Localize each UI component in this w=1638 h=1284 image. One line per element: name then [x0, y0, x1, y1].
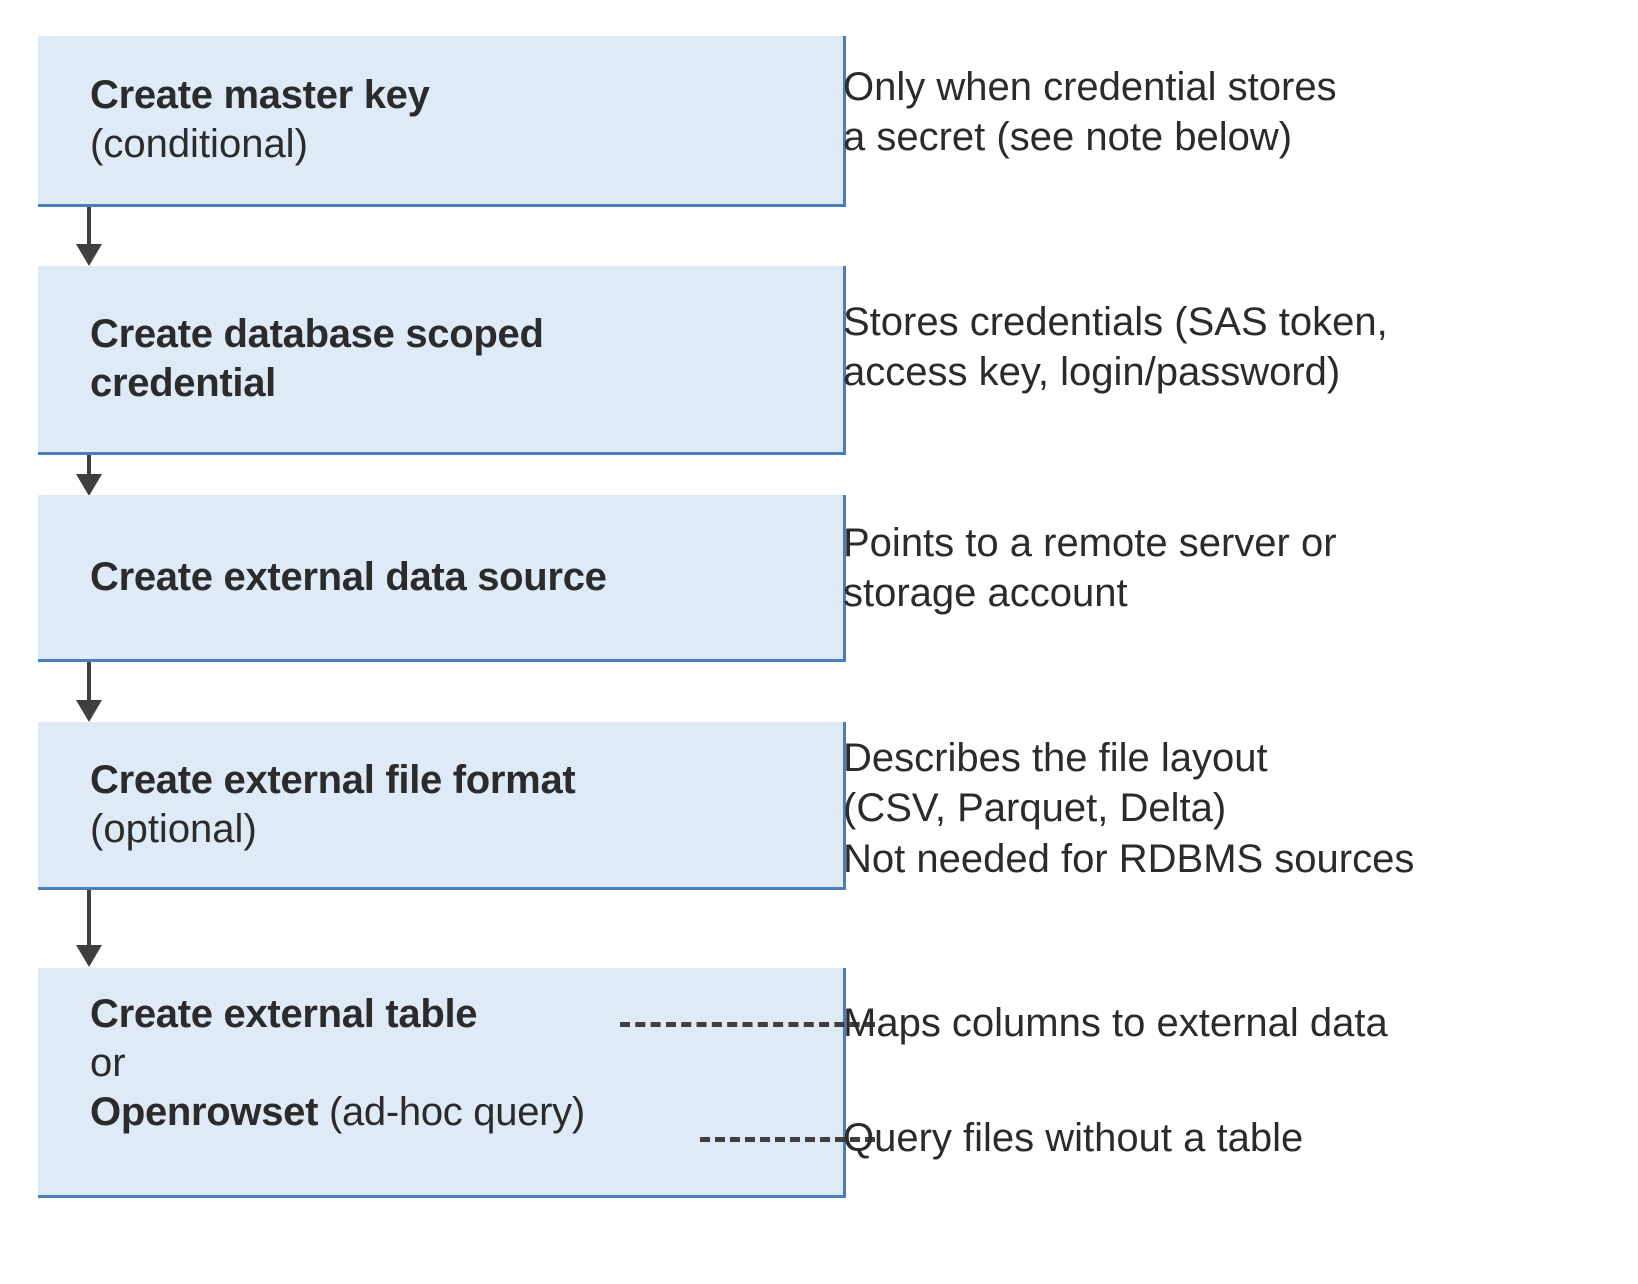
- arrow-step4-to-step5: [76, 890, 102, 968]
- step-title-openrowset: Openrowset (ad-hoc query): [38, 1088, 843, 1137]
- note-create-external-table: Maps columns to external data: [843, 1001, 1388, 1045]
- step-box-create-master-key: Create master key (conditional): [38, 36, 846, 207]
- step-box-create-external-data-source: Create external data source: [38, 495, 846, 662]
- step-box-create-external-table-or-openrowset: Create external table or Openrowset (ad-…: [38, 968, 846, 1198]
- arrow-step2-to-step3: [76, 455, 102, 496]
- note-create-master-key: Only when credential stores a secret (se…: [843, 65, 1337, 160]
- step-box-create-external-file-format: Create external file format (optional): [38, 722, 846, 890]
- arrow-step1-to-step2: [76, 207, 102, 266]
- step-title-create-external-file-format: Create external file format: [90, 757, 576, 802]
- step-title-create-external-data-source: Create external data source: [90, 554, 607, 599]
- dashed-connector-external-table: [620, 1022, 875, 1027]
- step-title-create-master-key: Create master key: [90, 73, 430, 118]
- note-create-external-file-format: Describes the file layout (CSV, Parquet,…: [843, 736, 1415, 881]
- step-subtitle-create-external-file-format: (optional): [90, 806, 257, 851]
- step-title-create-external-table: Create external table: [90, 992, 478, 1036]
- note-openrowset: Query files without a table: [843, 1116, 1304, 1160]
- step-subtitle-create-master-key: (conditional): [90, 122, 308, 166]
- arrow-step3-to-step4: [76, 662, 102, 722]
- note-create-database-scoped-credential: Stores credentials (SAS token, access ke…: [843, 300, 1388, 395]
- openrowset-suffix: (ad-hoc query): [318, 1089, 585, 1134]
- step-box-create-database-scoped-credential: Create database scoped credential: [38, 266, 846, 455]
- openrowset-label: Openrowset: [90, 1089, 319, 1134]
- step-title-create-database-scoped-credential: Create database scoped credential: [90, 312, 544, 405]
- dashed-connector-openrowset: [700, 1137, 875, 1142]
- note-create-external-data-source: Points to a remote server or storage acc…: [843, 521, 1337, 616]
- step-connector-or: or: [90, 1040, 126, 1085]
